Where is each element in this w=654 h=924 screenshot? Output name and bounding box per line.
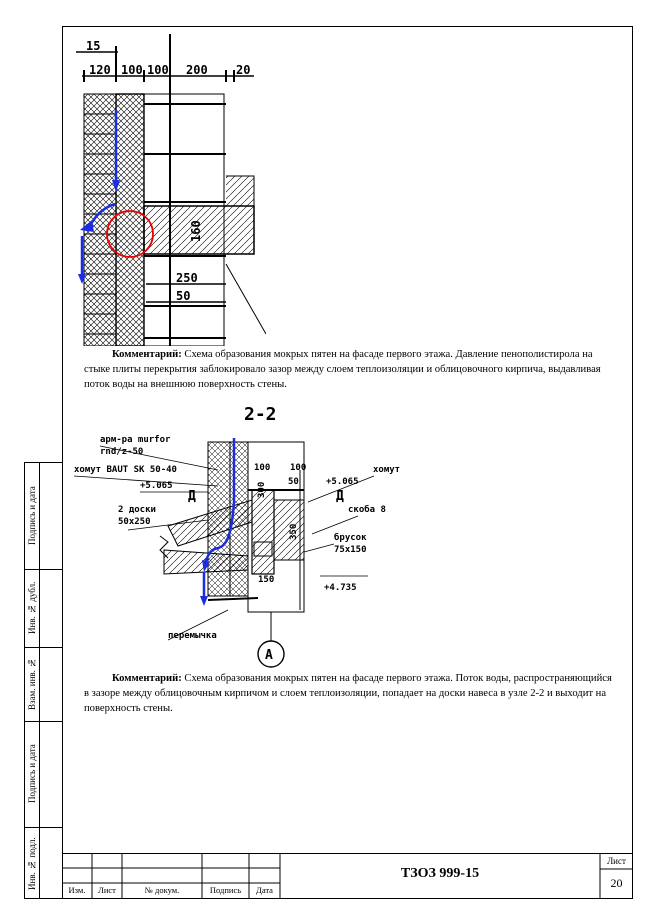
sidebar-cell-orig-inv: Инв. № подл. — [27, 837, 37, 890]
comment-1-text: Схема образования мокрых пятен на фасаде… — [84, 349, 601, 390]
stamp-header-sheet: Лист — [98, 885, 116, 895]
dim-50-a: 50 — [288, 477, 299, 487]
label-armature: арм-ра murfor — [100, 435, 171, 445]
node-label: А — [265, 648, 273, 663]
dim-250: 250 — [176, 271, 198, 285]
section-title: 2-2 — [244, 404, 277, 425]
dim-150: 150 — [258, 575, 274, 585]
stamp-header-change: Изм. — [68, 885, 86, 895]
dim-100-a: 100 — [254, 463, 270, 473]
label-boards-size: 50х250 — [118, 517, 151, 527]
sidebar-cell-dup-inv: Инв. № дубл. — [27, 581, 37, 635]
dim-160: 160 — [189, 220, 203, 242]
dim-120: 120 — [89, 63, 111, 77]
comment-2-label: Комментарий: — [112, 673, 182, 684]
label-level1: +5.065 — [140, 481, 173, 491]
label-bracket: скоба 8 — [348, 504, 386, 515]
dim-15: 15 — [86, 39, 100, 53]
sidebar-cell-signature-date-2: Подпись и дата — [27, 744, 37, 804]
left-sidebar-stamp: Подпись и дата Инв. № дубл. Взам. инв. №… — [24, 462, 63, 899]
label-level3: +4.735 — [324, 583, 357, 593]
title-block — [62, 853, 633, 900]
mark-d-right: Д — [336, 489, 344, 504]
detail-drawing-1: 15 120 100 100 200 20 160 250 50 — [76, 34, 266, 346]
label-level2: +5.065 — [326, 477, 359, 487]
document-code: ТЗОЗ 999-15 — [400, 866, 480, 881]
label-beam: брусок — [334, 532, 367, 543]
sheet-number: 20 — [610, 876, 623, 890]
title-block-grid — [62, 853, 633, 899]
label-lintel: перемычка — [168, 631, 217, 641]
dim-20: 20 — [236, 63, 250, 77]
sidebar-cell-signature-date-1: Подпись и дата — [27, 486, 37, 546]
label-rnd: rnd/z-50 — [100, 447, 143, 457]
dim-200: 200 — [186, 63, 208, 77]
detail-drawing-2: арм-ра murfor rnd/z-50 хомут BAUT SK 50-… — [73, 435, 400, 668]
dim-50: 50 — [176, 289, 190, 303]
comment-1-label: Комментарий: — [112, 349, 182, 360]
mark-d-left: Д — [188, 489, 196, 504]
stamp-header-doc-number: № докум. — [144, 885, 180, 895]
comment-1: Комментарий: Схема образования мокрых пя… — [84, 347, 614, 392]
comment-2-text: Схема образования мокрых пятен на фасаде… — [84, 673, 612, 714]
label-clamp2: хомут — [373, 465, 400, 475]
stamp-header-signature: Подпись — [209, 885, 242, 895]
dim-100-b: 100 — [290, 463, 306, 473]
sidebar-cell-replace-inv: Взам. инв. № — [27, 657, 37, 711]
label-clamp: хомут BAUT SK 50-40 — [74, 465, 177, 475]
dim-100b: 100 — [147, 63, 169, 77]
comment-2: Комментарий: Схема образования мокрых пя… — [84, 671, 614, 716]
dim-100a: 100 — [121, 63, 143, 77]
sheet-label: Лист — [607, 856, 626, 866]
stamp-header-date: Дата — [256, 885, 273, 895]
page-frame — [62, 26, 633, 899]
label-beam-size: 75х150 — [334, 545, 367, 555]
label-boards: 2 доски — [118, 505, 156, 515]
